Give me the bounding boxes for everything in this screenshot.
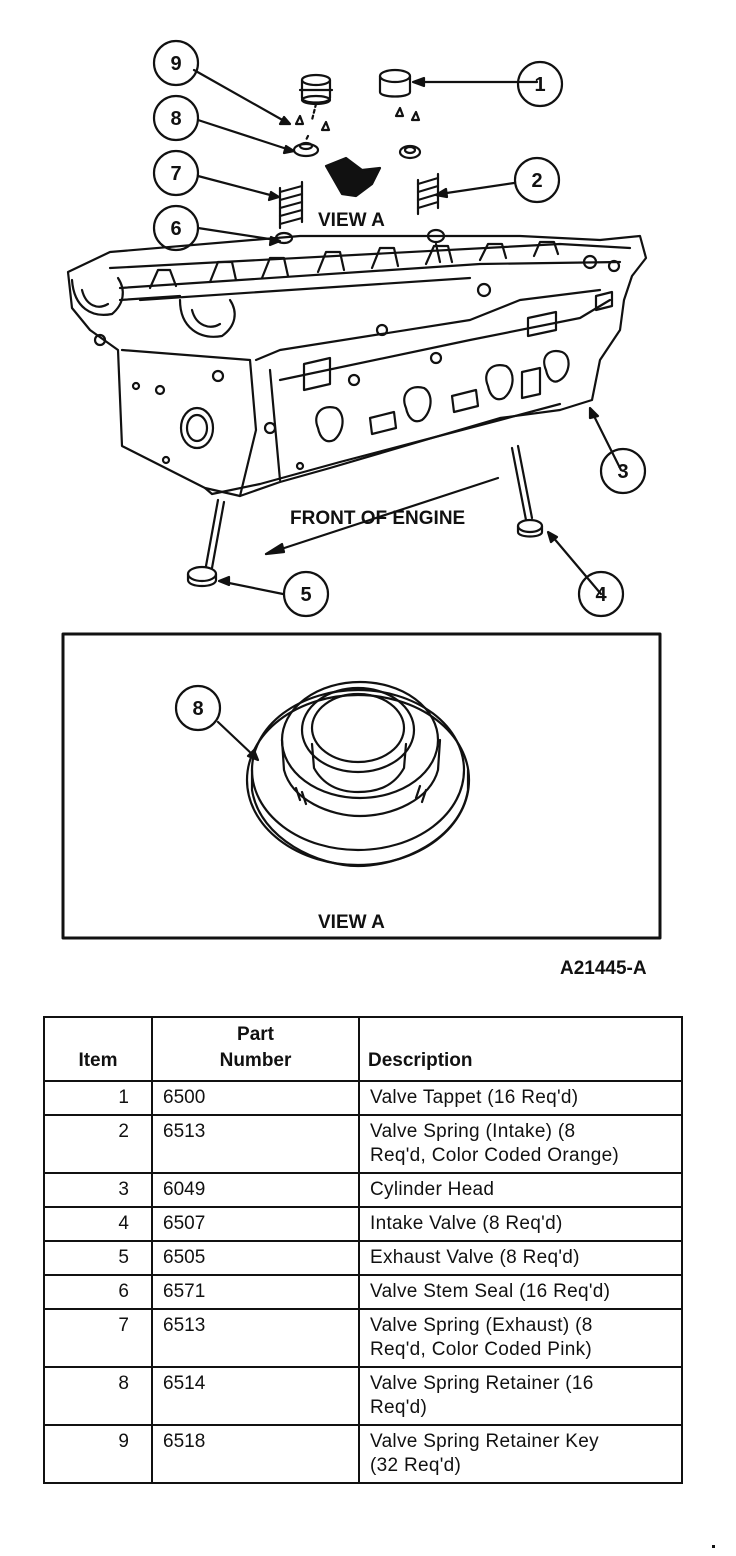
header-part-line2: Number	[219, 1050, 292, 1071]
description-line: Valve Stem Seal (16 Req'd)	[370, 1281, 611, 1302]
cell-part-number: 6500	[151, 1080, 360, 1116]
callout-circle-inset-8	[174, 684, 222, 732]
callout-circle-8	[152, 94, 200, 142]
description-line: (32 Req'd)	[370, 1455, 462, 1476]
callout-circle-3	[599, 447, 647, 495]
cell-description: Cylinder Head	[358, 1172, 683, 1208]
cell-part-number: 6514	[151, 1366, 360, 1426]
callout-2: 2	[531, 170, 542, 192]
cylinder-head-illustration	[66, 234, 648, 498]
callout-circle-9	[152, 39, 200, 87]
cell-description: Intake Valve (8 Req'd)	[358, 1206, 683, 1242]
description-line: Req'd)	[370, 1397, 428, 1418]
callout-circle-5	[282, 570, 330, 618]
cell-item: 9	[43, 1424, 153, 1484]
intake-valve-illustration	[510, 444, 544, 538]
retainer-closeup-illustration	[245, 680, 471, 868]
callout-circle-2	[513, 156, 561, 204]
description-line: Exhaust Valve (8 Req'd)	[370, 1247, 580, 1268]
cell-item: 2	[43, 1114, 153, 1174]
view-a-inset-frame	[61, 632, 662, 940]
cell-part-number: 6049	[151, 1172, 360, 1208]
description-line: Valve Spring Retainer Key	[370, 1431, 599, 1452]
inset-view-a-label: VIEW A	[318, 912, 385, 933]
description-line: Valve Spring Retainer (16	[370, 1373, 594, 1394]
callout-circle-4	[577, 570, 625, 618]
callout-8: 8	[170, 108, 181, 130]
figure-id: A21445-A	[560, 958, 647, 979]
cell-part-number: 6571	[151, 1274, 360, 1310]
header-part-line1: Part	[237, 1024, 274, 1045]
cell-description: Exhaust Valve (8 Req'd)	[358, 1240, 683, 1276]
cell-part-number: 6507	[151, 1206, 360, 1242]
stray-dot	[712, 1545, 715, 1548]
view-a-label: VIEW A	[318, 210, 385, 231]
cell-part-number: 6513	[151, 1114, 360, 1174]
cell-part-number: 6518	[151, 1424, 360, 1484]
cell-item: 1	[43, 1080, 153, 1116]
callout-5: 5	[300, 584, 311, 606]
cell-item: 7	[43, 1308, 153, 1368]
callout-9: 9	[170, 53, 181, 75]
callout-7: 7	[170, 163, 181, 185]
cell-item: 6	[43, 1274, 153, 1310]
inset-callout-8: 8	[192, 698, 203, 720]
intake-valve-stack-illustration	[378, 68, 446, 264]
cell-description: Valve Tappet (16 Req'd)	[358, 1080, 683, 1116]
description-line: Valve Spring (Intake) (8	[370, 1121, 576, 1142]
cell-description: Valve Spring Retainer Key (32 Req'd)	[358, 1424, 683, 1484]
header-description: Description	[358, 1016, 683, 1082]
cell-description: Valve Spring (Exhaust) (8 Req'd, Color Co…	[358, 1308, 683, 1368]
exploded-view-diagram: 1 2 3 4 5 6 7 8 9 VIEW A FRONT OF ENGINE…	[61, 39, 662, 979]
header-part-number: Part Number	[151, 1016, 360, 1082]
callout-4: 4	[595, 584, 607, 606]
exhaust-valve-illustration	[186, 498, 226, 588]
table-header-row: Item Part Number Description	[43, 1016, 683, 1082]
cell-part-number: 6505	[151, 1240, 360, 1276]
callout-circle-1	[516, 60, 564, 108]
description-line: Req'd, Color Coded Orange)	[370, 1145, 620, 1166]
callout-6: 6	[170, 218, 181, 240]
callout-circle-7	[152, 149, 200, 197]
front-of-engine-label: FRONT OF ENGINE	[290, 508, 465, 529]
description-line: Req'd, Color Coded Pink)	[370, 1339, 593, 1360]
callout-circle-6	[152, 204, 200, 252]
callout-1: 1	[534, 74, 545, 96]
cell-part-number: 6513	[151, 1308, 360, 1368]
description-line: Intake Valve (8 Req'd)	[370, 1213, 563, 1234]
cell-item: 4	[43, 1206, 153, 1242]
callout-3: 3	[617, 461, 628, 483]
description-line: Cylinder Head	[370, 1179, 495, 1200]
cell-item: 8	[43, 1366, 153, 1426]
header-item: Item	[43, 1016, 153, 1082]
cell-item: 3	[43, 1172, 153, 1208]
cell-item: 5	[43, 1240, 153, 1276]
cell-description: Valve Spring (Intake) (8 Req'd, Color Cod…	[358, 1114, 683, 1174]
cell-description: Valve Stem Seal (16 Req'd)	[358, 1274, 683, 1310]
description-line: Valve Tappet (16 Req'd)	[370, 1087, 579, 1108]
description-line: Valve Spring (Exhaust) (8	[370, 1315, 593, 1336]
